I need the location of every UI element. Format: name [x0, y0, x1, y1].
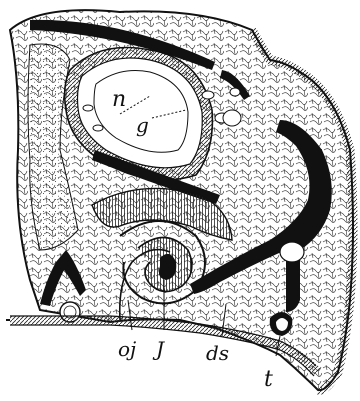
- label-n: n: [112, 87, 126, 112]
- label-j: J: [152, 337, 165, 361]
- small-cavity-upper: [223, 110, 241, 126]
- small-cavity-right: [280, 242, 304, 262]
- label-oj: oj: [118, 337, 136, 361]
- label-g: g: [136, 113, 149, 137]
- label-t: t: [264, 367, 273, 392]
- label-ds: ds: [206, 341, 229, 365]
